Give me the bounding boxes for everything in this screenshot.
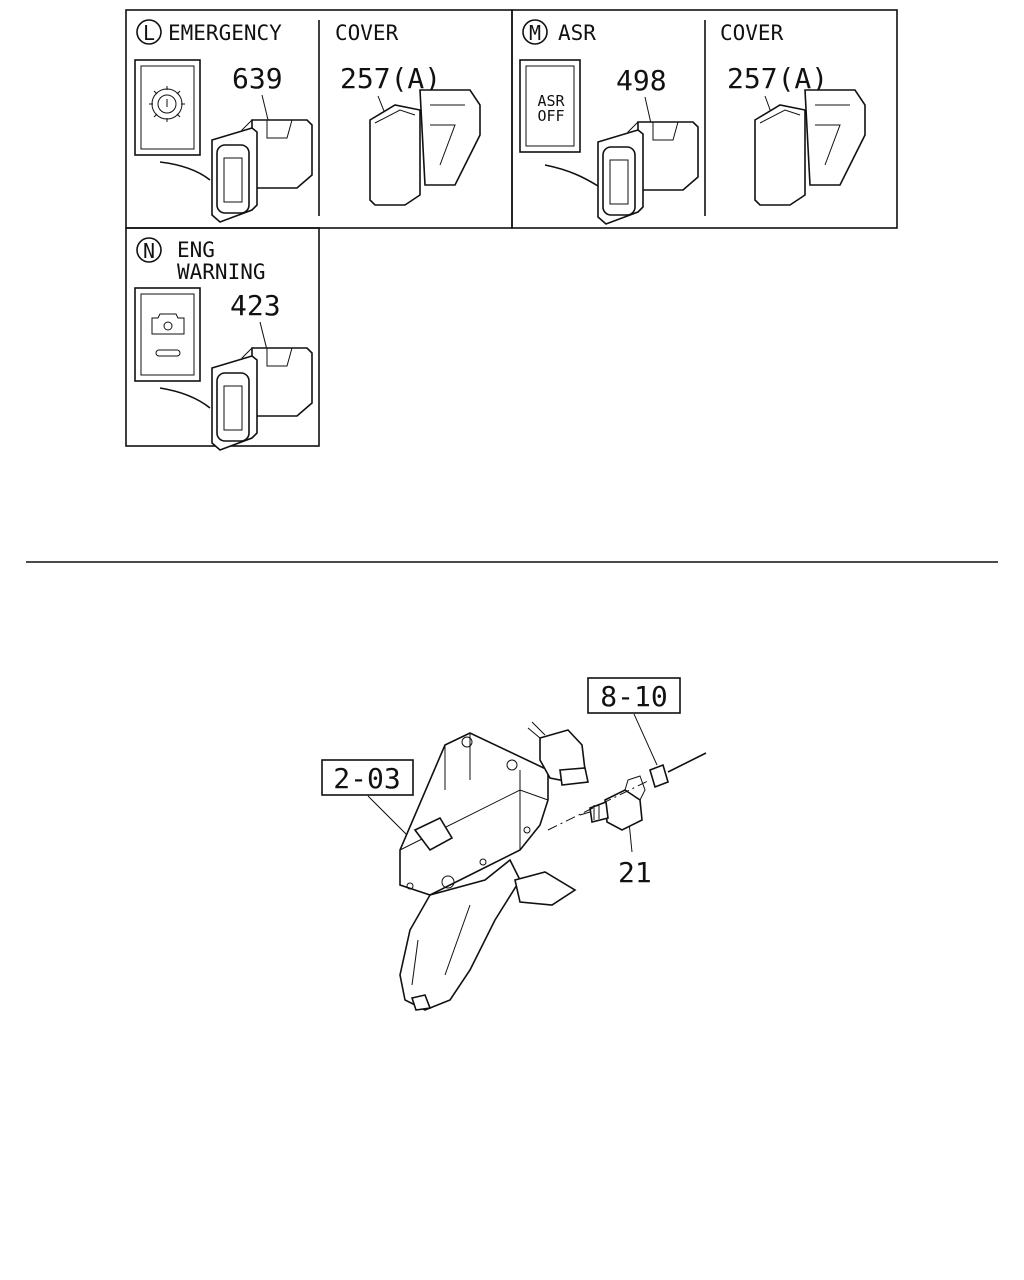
emergency-icon-plate — [134, 59, 201, 156]
panel-asr: M ASR COVER ASR OFF 498 257(A) — [511, 9, 898, 229]
gear-icon — [149, 86, 185, 122]
engine-icon-plate — [134, 287, 201, 382]
panel-n-title-line1: ENG — [177, 238, 215, 262]
panel-m-cover-title: COVER — [720, 21, 784, 45]
ref-label-8-10: 8-10 — [600, 680, 667, 713]
panel-l-cover-title: COVER — [335, 21, 399, 45]
brake-pedal-assembly: 2-03 8-10 21 — [321, 677, 707, 1011]
pedal-pad — [514, 871, 577, 906]
part-number-21: 21 — [618, 856, 652, 889]
panel-l-title: EMERGENCY — [168, 21, 282, 45]
connector — [649, 752, 707, 789]
asr-icon-line2: OFF — [537, 107, 564, 125]
part-number-498: 498 — [616, 64, 667, 97]
asr-icon-line1: ASR — [537, 92, 565, 110]
pedal-arm — [399, 858, 521, 1011]
ref-label-2-03: 2-03 — [333, 762, 400, 795]
pedal-bracket — [399, 732, 549, 896]
panel-n-title-line2: WARNING — [177, 260, 266, 284]
callout-circle-n — [136, 237, 162, 263]
callout-letter-m: M — [529, 21, 541, 45]
part-number-423: 423 — [230, 289, 281, 322]
ref-box-8-10 — [587, 677, 681, 714]
ref-box-2-03 — [321, 759, 414, 796]
asr-icon-plate — [519, 59, 581, 153]
stop-lamp-switch — [579, 775, 646, 831]
callout-circle-m — [522, 19, 548, 45]
panel-eng-warning: N ENG WARNING 423 — [125, 227, 320, 451]
engine-icon — [151, 313, 185, 357]
callout-letter-n: N — [143, 239, 155, 263]
panel-m-title: ASR — [558, 21, 596, 45]
panel-emergency: L EMERGENCY COVER 639 257(A) — [125, 9, 513, 229]
part-number-639: 639 — [232, 62, 283, 95]
callout-letter-l: L — [143, 21, 155, 45]
callout-circle-l — [136, 19, 162, 45]
